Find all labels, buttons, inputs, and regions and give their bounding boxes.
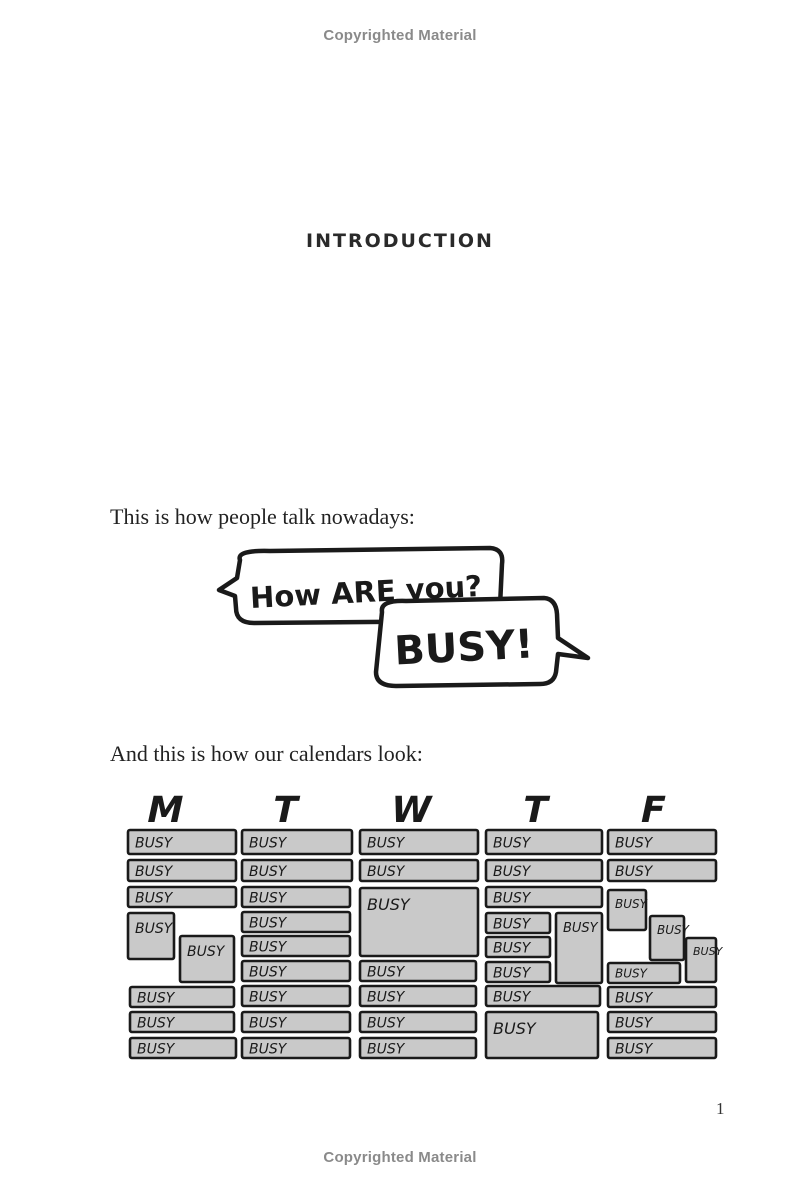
busy-label: BUSY xyxy=(367,895,411,914)
busy-label: BUSY xyxy=(615,1015,654,1031)
busy-label: BUSY xyxy=(249,890,288,906)
busy-block: BUSY xyxy=(240,885,352,909)
busy-label: BUSY xyxy=(135,890,174,906)
busy-block: BUSY xyxy=(484,885,604,909)
busy-label: BUSY xyxy=(249,1015,288,1031)
answer-bubble: BUSY! xyxy=(373,595,591,689)
busy-block: BUSY xyxy=(606,1010,718,1034)
busy-label: BUSY xyxy=(615,897,649,911)
paragraph-intro: This is how people talk nowadays: xyxy=(110,504,415,529)
busy-label: BUSY xyxy=(367,989,406,1005)
busy-label: BUSY xyxy=(615,1041,654,1057)
busy-label: BUSY xyxy=(493,989,532,1005)
busy-block: BUSY xyxy=(606,1036,718,1060)
busy-label: BUSY xyxy=(137,1041,176,1057)
busy-block: BUSY xyxy=(606,858,718,883)
busy-block: BUSY xyxy=(484,984,602,1008)
busy-block: BUSY xyxy=(358,959,478,983)
busy-block: BUSY xyxy=(178,934,236,984)
busy-label: BUSY xyxy=(563,921,599,936)
busy-block: BUSY xyxy=(484,935,552,959)
busy-label: BUSY xyxy=(367,864,406,880)
busy-block: BUSY xyxy=(128,1036,238,1060)
busy-block: BUSY xyxy=(240,1036,352,1060)
busy-block: BUSY xyxy=(606,961,682,985)
busy-block: BUSY xyxy=(484,858,604,883)
busy-label: BUSY xyxy=(249,964,288,980)
speech-bubbles-illustration: How ARE you? BUSY! xyxy=(216,545,591,689)
busy-block: BUSY xyxy=(240,910,352,934)
busy-block: BUSY xyxy=(358,984,478,1008)
busy-block: BUSY xyxy=(648,914,691,962)
page-number: 1 xyxy=(716,1099,725,1118)
busy-label: BUSY xyxy=(493,835,532,851)
busy-block: BUSY xyxy=(484,911,552,935)
busy-label: BUSY xyxy=(135,921,174,937)
busy-block: BUSY xyxy=(240,828,354,856)
busy-label: BUSY xyxy=(249,989,288,1005)
busy-label: BUSY xyxy=(249,864,288,880)
busy-label: BUSY xyxy=(249,835,288,851)
busy-label: BUSY xyxy=(367,1015,406,1031)
busy-label: BUSY xyxy=(187,944,226,960)
busy-label: BUSY xyxy=(693,945,724,958)
busy-label: BUSY xyxy=(367,835,406,851)
busy-block: BUSY xyxy=(484,828,604,856)
busy-label: BUSY xyxy=(615,864,654,880)
busy-block: BUSY xyxy=(358,886,480,958)
busy-label: BUSY xyxy=(615,967,649,981)
chapter-title: INTRODUCTION xyxy=(306,230,494,252)
busy-block: BUSY xyxy=(128,1010,236,1034)
busy-block: BUSY xyxy=(126,885,238,909)
busy-block: BUSY xyxy=(128,985,236,1009)
busy-block: BUSY xyxy=(606,985,718,1009)
busy-block: BUSY xyxy=(126,828,238,856)
busy-block: BUSY xyxy=(606,828,718,856)
busy-block: BUSY xyxy=(358,1036,478,1060)
busy-label: BUSY xyxy=(367,1041,406,1057)
busy-label: BUSY xyxy=(493,940,532,956)
busy-label: BUSY xyxy=(137,990,176,1006)
busy-block: BUSY xyxy=(358,858,480,883)
busy-block: BUSY xyxy=(358,1010,478,1034)
day-header: W xyxy=(387,788,436,831)
busy-calendar-illustration: M T W T F BUSY BUSY BUSY BUSY BUSY BUSY BUSY BUSY BU… xyxy=(126,788,724,1060)
busy-block: BUSY xyxy=(606,888,649,932)
day-header: T xyxy=(268,788,302,831)
busy-label: BUSY xyxy=(493,916,532,932)
busy-label: BUSY xyxy=(249,939,288,955)
busy-label: BUSY xyxy=(493,890,532,906)
busy-label: BUSY xyxy=(493,864,532,880)
paragraph-calendar: And this is how our calendars look: xyxy=(110,741,423,766)
copyright-footer: Copyrighted Material xyxy=(323,1149,477,1166)
busy-block: BUSY xyxy=(126,911,176,961)
busy-label: BUSY xyxy=(493,965,532,981)
busy-block: BUSY xyxy=(126,858,238,883)
copyright-header: Copyrighted Material xyxy=(323,27,477,44)
busy-block: BUSY xyxy=(484,1010,600,1060)
busy-block: BUSY xyxy=(358,828,480,856)
busy-label: BUSY xyxy=(615,835,654,851)
busy-label: BUSY xyxy=(367,964,406,980)
busy-label: BUSY xyxy=(135,864,174,880)
day-header: M xyxy=(143,788,188,831)
busy-label: BUSY xyxy=(657,923,691,937)
busy-label: BUSY xyxy=(137,1015,176,1031)
busy-block: BUSY xyxy=(240,858,354,883)
busy-label: BUSY xyxy=(615,990,654,1006)
day-header: F xyxy=(636,788,670,831)
busy-block: BUSY xyxy=(554,911,604,985)
busy-block: BUSY xyxy=(684,936,724,984)
busy-block: BUSY xyxy=(240,1010,352,1034)
busy-label: BUSY xyxy=(493,1019,537,1038)
busy-block: BUSY xyxy=(240,934,352,958)
busy-block: BUSY xyxy=(240,959,352,983)
busy-block: BUSY xyxy=(240,984,352,1008)
busy-label: BUSY xyxy=(135,835,174,851)
answer-text: BUSY! xyxy=(393,621,534,674)
busy-block: BUSY xyxy=(484,960,552,984)
busy-label: BUSY xyxy=(249,915,288,931)
day-header: T xyxy=(518,788,552,831)
busy-label: BUSY xyxy=(249,1041,288,1057)
